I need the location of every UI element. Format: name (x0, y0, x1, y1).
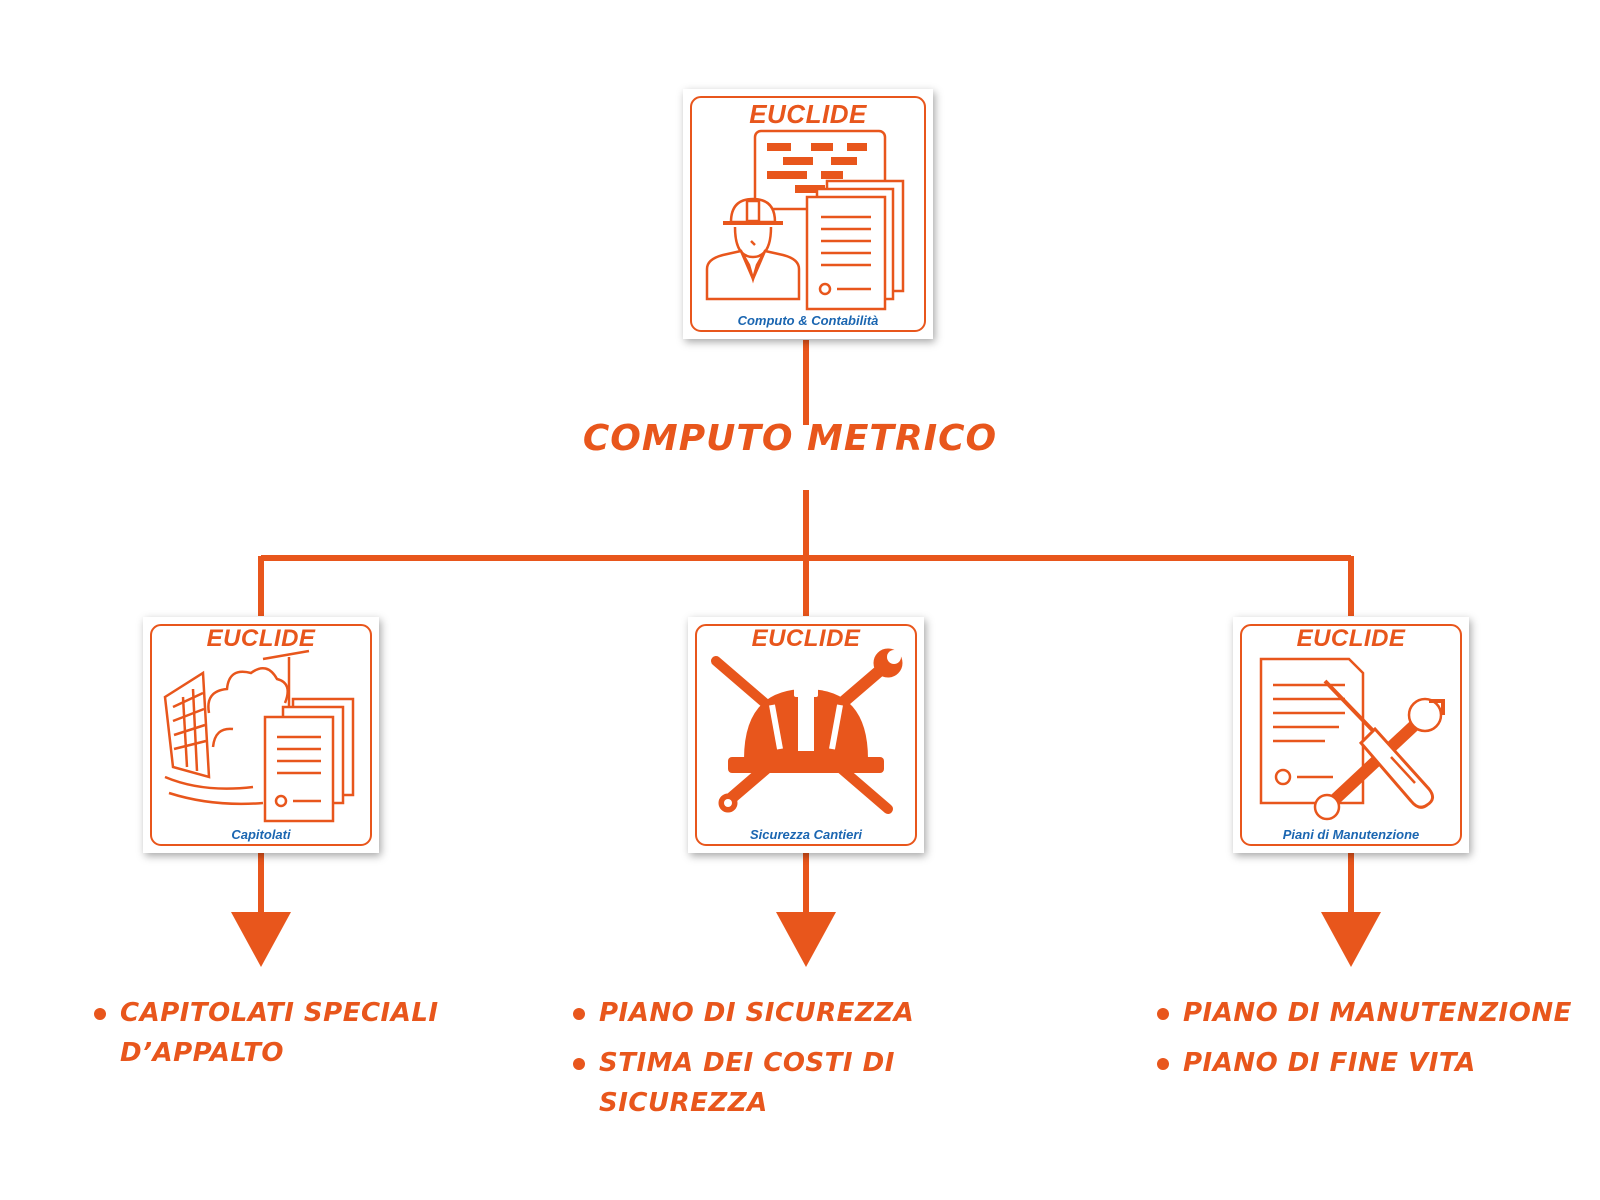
engineer-documents-icon (705, 129, 905, 311)
building-documents-icon (163, 649, 355, 823)
capitolati-outputs-list: CAPITOLATI SPECIALI D’APPALTO (94, 993, 454, 1083)
arrow-head-left (231, 912, 291, 967)
card-caption-capitolati: Capitolati (231, 827, 291, 842)
list-item: STIMA DEI COSTI DI SICUREZZA (573, 1043, 1073, 1123)
list-item: PIANO DI SICUREZZA (573, 993, 1073, 1033)
manutenzione-product-card[interactable]: EUCLIDE Piani di Manutenzione (1233, 617, 1469, 853)
arrow-head-center (776, 912, 836, 967)
manutenzione-outputs-list: PIANO DI MANUTENZIONE PIANO DI FINE VITA (1157, 993, 1577, 1093)
sicurezza-product-card[interactable]: EUCLIDE Sicurezza Cantieri (688, 617, 924, 853)
brand-logo-top: EUCLIDE (749, 99, 867, 129)
list-item: CAPITOLATI SPECIALI D’APPALTO (94, 993, 454, 1073)
capitolati-product-card[interactable]: EUCLIDE Capitolati (143, 617, 379, 853)
helmet-tools-icon (711, 648, 903, 814)
list-item: PIANO DI FINE VITA (1157, 1043, 1577, 1083)
card-caption-manutenzione: Piani di Manutenzione (1282, 827, 1420, 842)
card-caption-sicurezza: Sicurezza Cantieri (750, 827, 862, 842)
brand-logo-sicurezza: EUCLIDE (751, 625, 861, 652)
brand-logo-capitolati: EUCLIDE (206, 625, 316, 652)
top-product-card[interactable]: EUCLIDE Computo & Contabilità (683, 89, 933, 339)
card-caption-top: Computo & Contabilità (737, 313, 879, 328)
arrow-head-right (1321, 912, 1381, 967)
brand-logo-manutenzione: EUCLIDE (1296, 625, 1406, 652)
sicurezza-outputs-list: PIANO DI SICUREZZA STIMA DEI COSTI DI SI… (573, 993, 1073, 1133)
list-item: PIANO DI MANUTENZIONE (1157, 993, 1577, 1033)
main-label: COMPUTO METRICO (582, 418, 998, 459)
document-tools-icon (1259, 657, 1445, 821)
